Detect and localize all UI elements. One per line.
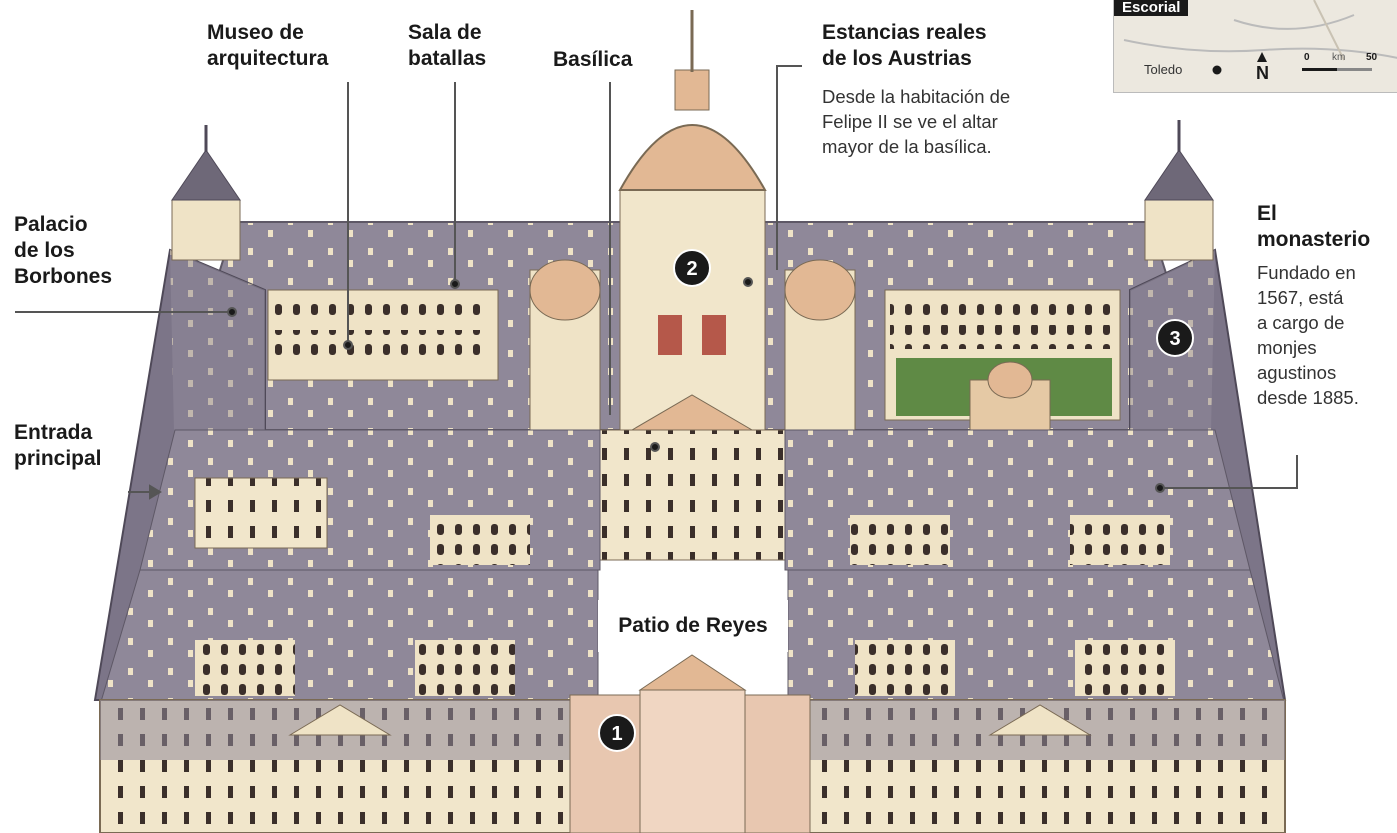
locator-map: Escorial Toledo N 0 km 50 xyxy=(1113,0,1397,93)
monasterio-desc-line1: Fundado en xyxy=(1257,262,1356,283)
tower-back-right xyxy=(1144,120,1214,261)
label-palacio-line2: de los xyxy=(14,239,75,262)
leader-lines xyxy=(15,65,1298,500)
svg-text:1: 1 xyxy=(611,723,622,745)
scale-start: 0 xyxy=(1304,52,1310,63)
label-museo: Museo de arquitectura xyxy=(207,20,328,72)
tower-back-left xyxy=(171,125,241,261)
monasterio-desc-line3: a cargo de xyxy=(1257,312,1345,333)
label-estancias-line1: Estancias reales xyxy=(822,21,987,44)
label-monasterio: El monasterio xyxy=(1257,201,1370,253)
badge-1: 1 xyxy=(598,714,636,752)
label-entrada-line1: Entrada xyxy=(14,421,93,444)
label-sala-line1: Sala de xyxy=(408,21,482,44)
label-basilica: Basílica xyxy=(553,48,633,71)
label-sala-line2: batallas xyxy=(408,47,487,70)
monasterio-desc-line4: monjes xyxy=(1257,337,1317,358)
label-estancias: Estancias reales de los Austrias xyxy=(822,20,987,72)
label-museo-line1: Museo de xyxy=(207,21,304,44)
front-wings xyxy=(99,569,1286,706)
monasterio-desc-line6: desde 1885. xyxy=(1257,387,1359,408)
estancias-desc-line1: Desde la habitación de xyxy=(822,86,1011,107)
label-entrada-line2: principal xyxy=(14,447,102,470)
museum-courtyard xyxy=(267,289,499,381)
svg-text:2: 2 xyxy=(686,258,697,280)
north-arrow-icon: N xyxy=(1256,63,1269,83)
label-entrada: Entrada principal xyxy=(14,420,102,472)
basilica xyxy=(529,10,856,561)
label-palacio: Palacio de los Borbones xyxy=(14,212,112,290)
scale-unit: km xyxy=(1332,52,1346,63)
badge-2: 2 xyxy=(673,249,711,287)
label-estancias-line2: de los Austrias xyxy=(822,47,972,70)
estancias-desc-line2: Felipe II se ve el altar xyxy=(822,111,998,132)
label-palacio-line3: Borbones xyxy=(14,265,113,288)
map-title: Escorial xyxy=(1114,0,1189,16)
map-city-label: Toledo xyxy=(1144,62,1183,77)
main-facade xyxy=(99,654,1286,833)
badge-3: 3 xyxy=(1156,319,1194,357)
monasterio-desc-line5: agustinos xyxy=(1257,362,1337,383)
scale-end: 50 xyxy=(1366,52,1378,63)
label-monasterio-line1: El xyxy=(1257,202,1277,225)
label-monasterio-line2: monasterio xyxy=(1257,228,1371,251)
map-roads xyxy=(1123,0,1397,75)
monasterio-desc-line2: 1567, está xyxy=(1257,287,1344,308)
label-sala: Sala de batallas xyxy=(408,20,486,72)
estancias-desc-line3: mayor de la basílica. xyxy=(822,136,992,157)
estancias-description: Desde la habitación de Felipe II se ve e… xyxy=(822,84,1010,159)
svg-text:3: 3 xyxy=(1169,328,1180,350)
label-patio-de-reyes: Patio de Reyes xyxy=(598,600,788,652)
label-palacio-line1: Palacio xyxy=(14,213,88,236)
middle-wings xyxy=(139,429,1251,571)
monasterio-description: Fundado en 1567, está a cargo de monjes … xyxy=(1257,260,1359,410)
label-museo-line2: arquitectura xyxy=(207,47,329,70)
